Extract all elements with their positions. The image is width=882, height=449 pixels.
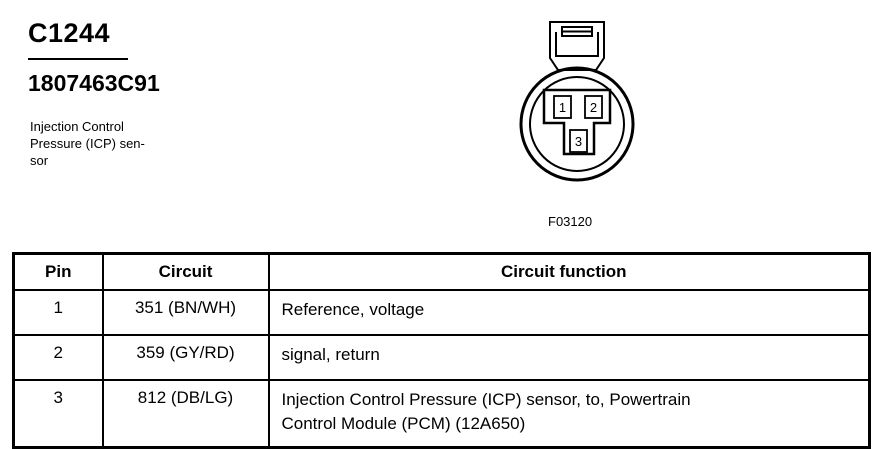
pin-cell: 1 <box>12 289 104 336</box>
function-line: Reference, voltage <box>281 300 425 319</box>
pin-cell-1: 1 <box>553 95 572 119</box>
connector-latch <box>549 21 605 71</box>
pinout-table: Pin Circuit Circuit function 1 351 (BN/W… <box>12 252 871 449</box>
table-header-row: Pin Circuit Circuit function <box>12 252 871 291</box>
description-line: Injection Control <box>30 119 124 134</box>
table-row: 3 812 (DB/LG) Injection Control Pressure… <box>12 379 871 449</box>
description-line: sor <box>30 153 49 168</box>
circuit-cell: 351 (BN/WH) <box>101 289 270 336</box>
figure-code: F03120 <box>548 214 593 229</box>
function-line: Injection Control Pressure (ICP) sensor,… <box>281 390 691 409</box>
function-cell: signal, return <box>267 334 871 381</box>
pin-cell-3: 3 <box>569 129 588 153</box>
part-number: 1807463C91 <box>28 70 160 96</box>
function-line: Control Module (PCM) (12A650) <box>281 414 526 433</box>
table-row: 2 359 (GY/RD) signal, return <box>12 334 871 381</box>
circuit-cell: 812 (DB/LG) <box>101 379 270 449</box>
description-line: Pressure (ICP) sen- <box>30 136 145 151</box>
pin-label: 3 <box>575 134 582 149</box>
column-header-function: Circuit function <box>267 252 871 291</box>
column-header-pin: Pin <box>12 252 104 291</box>
connector-outer-ring <box>519 66 635 182</box>
function-cell: Injection Control Pressure (ICP) sensor,… <box>267 379 871 449</box>
pin-cell-2: 2 <box>584 95 603 119</box>
connector-id: C1244 <box>28 18 111 48</box>
function-cell: Reference, voltage <box>267 289 871 336</box>
column-header-circuit: Circuit <box>101 252 270 291</box>
terminal-cavity-outline <box>542 88 612 156</box>
pin-cell: 2 <box>12 334 104 381</box>
connector-face-diagram: 1 2 3 <box>519 21 635 182</box>
connector-description: Injection Control Pressure (ICP) sen- so… <box>30 118 190 169</box>
connector-inner-ring <box>529 76 625 172</box>
circuit-cell: 359 (GY/RD) <box>101 334 270 381</box>
function-line: signal, return <box>281 345 380 364</box>
pin-cell: 3 <box>12 379 104 449</box>
pin-label: 2 <box>590 100 597 115</box>
table-row: 1 351 (BN/WH) Reference, voltage <box>12 289 871 336</box>
pin-label: 1 <box>559 100 566 115</box>
title-underline <box>28 58 128 60</box>
